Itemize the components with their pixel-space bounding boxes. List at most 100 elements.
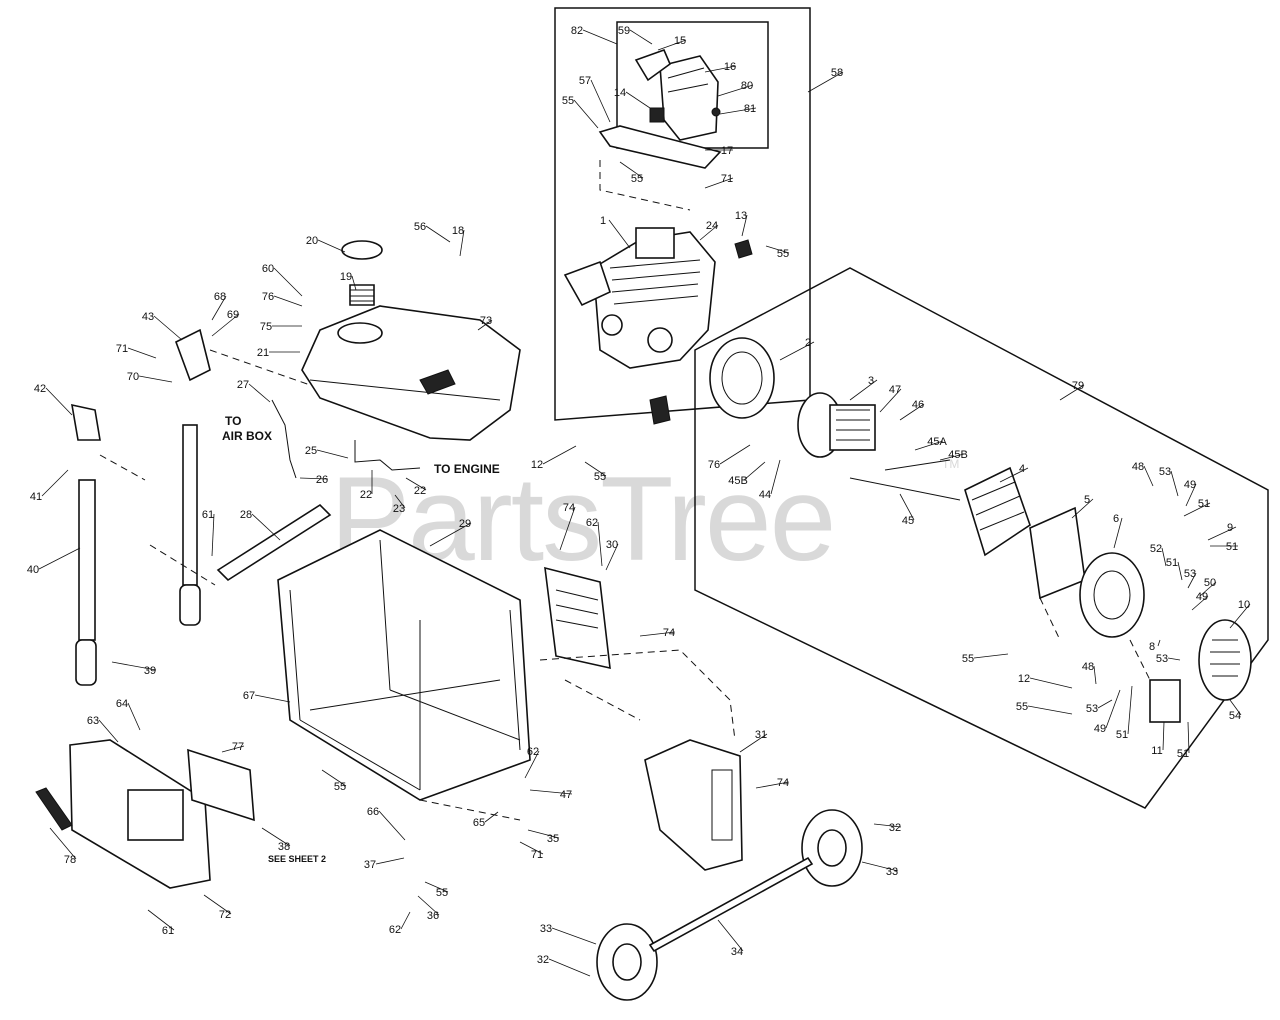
callout-leader (717, 84, 754, 97)
callout-label: 23 (393, 503, 405, 515)
callout-leader (484, 811, 499, 823)
grip-left (75, 639, 97, 686)
callout-leader (973, 653, 1009, 659)
assembly-line (539, 649, 736, 741)
callout-leader (254, 694, 291, 703)
callout-leader (755, 781, 790, 789)
handle-right (182, 424, 198, 586)
callout-label: 74 (663, 627, 675, 639)
callout-leader (405, 477, 427, 491)
callout-leader (657, 39, 687, 51)
callout-label: 25 (305, 445, 317, 457)
callout-leader (98, 719, 119, 743)
callout-label: 68 (214, 291, 226, 303)
callout-label: 56 (414, 221, 426, 233)
callout-leader (914, 440, 944, 451)
callout-label: 13 (735, 210, 747, 222)
callout-label: 71 (531, 849, 543, 861)
callout-leader (559, 506, 576, 551)
axle (648, 856, 814, 953)
callout-label: 79 (1072, 380, 1084, 392)
callout-label: 35 (547, 833, 559, 845)
callout-leader (1185, 483, 1197, 507)
callout-leader (127, 702, 141, 731)
callout-label: 78 (64, 854, 76, 866)
wheel-left (596, 923, 658, 1001)
panel-slots (555, 589, 599, 629)
alternator-adapter (709, 337, 775, 419)
callout-leader (153, 315, 183, 341)
callout-leader (1071, 498, 1094, 519)
callout-label: 77 (232, 741, 244, 753)
callout-label: 67 (243, 690, 255, 702)
callout-label: 39 (144, 665, 156, 677)
callout-label: 18 (452, 225, 464, 237)
assembly-line (599, 160, 691, 211)
callout-leader (1113, 517, 1123, 549)
callout-leader (1229, 699, 1242, 716)
callout-leader (542, 445, 577, 465)
callout-leader (719, 444, 751, 465)
callout-leader (1127, 685, 1133, 735)
callout-label: 12 (1018, 673, 1030, 685)
callout-leader (45, 387, 73, 416)
callout-label: 45 (902, 515, 914, 527)
assembly-line (419, 799, 521, 821)
callout-label: 15 (674, 35, 686, 47)
callout-label: 4 (1019, 463, 1025, 475)
handle-left (78, 479, 96, 641)
callout-leader (529, 789, 573, 795)
callout-label: 66 (367, 806, 379, 818)
callout-label: 24 (706, 220, 718, 232)
callout-label: 17 (721, 145, 733, 157)
callout-label: 34 (731, 946, 743, 958)
stator (964, 466, 1031, 557)
callout-label: 53 (1159, 466, 1171, 478)
callout-leader (138, 375, 173, 383)
brush-holder (1149, 679, 1181, 723)
assembly-line (209, 349, 311, 386)
callout-label: 55 (1016, 701, 1028, 713)
callout-leader (261, 827, 291, 847)
callout-label: 47 (889, 384, 901, 396)
note-to-air-box-line1: TO (225, 414, 241, 428)
callout-label: 42 (34, 383, 46, 395)
callout-label: 64 (116, 698, 128, 710)
callout-label: 55 (436, 887, 448, 899)
callout-leader (299, 477, 329, 480)
callout-label: 46 (912, 399, 924, 411)
callout-label: 29 (459, 518, 471, 530)
panel-window (127, 789, 184, 841)
alternator-group-outline (694, 267, 1269, 809)
callout-leader (1229, 603, 1251, 629)
callout-label: 28 (240, 509, 252, 521)
callout-label: 14 (614, 87, 626, 99)
callout-label: 59 (618, 25, 630, 37)
callout-label: 33 (540, 923, 552, 935)
callout-label: 31 (755, 729, 767, 741)
callout-label: 5 (1084, 494, 1090, 506)
callout-label: 62 (586, 517, 598, 529)
callout-leader (605, 543, 619, 571)
callout-leader (1105, 689, 1121, 729)
muffler-group-outline (616, 21, 769, 149)
callout-label: 22 (360, 489, 372, 501)
note-to-engine: TO ENGINE (434, 462, 500, 476)
callout-leader (1187, 572, 1197, 589)
callout-leader (939, 453, 965, 461)
callout-leader (704, 177, 734, 189)
callout-leader (879, 388, 902, 413)
callout-leader (739, 733, 768, 753)
callout-label: 75 (260, 321, 272, 333)
callout-label: 62 (389, 924, 401, 936)
callout-label: 74 (563, 502, 575, 514)
callout-leader (999, 467, 1029, 483)
callout-leader (378, 810, 406, 841)
callout-label: 45B (728, 475, 748, 487)
callout-label: 50 (1204, 577, 1216, 589)
assembly-line (99, 454, 146, 481)
callout-leader (394, 494, 406, 509)
engine (563, 227, 753, 425)
